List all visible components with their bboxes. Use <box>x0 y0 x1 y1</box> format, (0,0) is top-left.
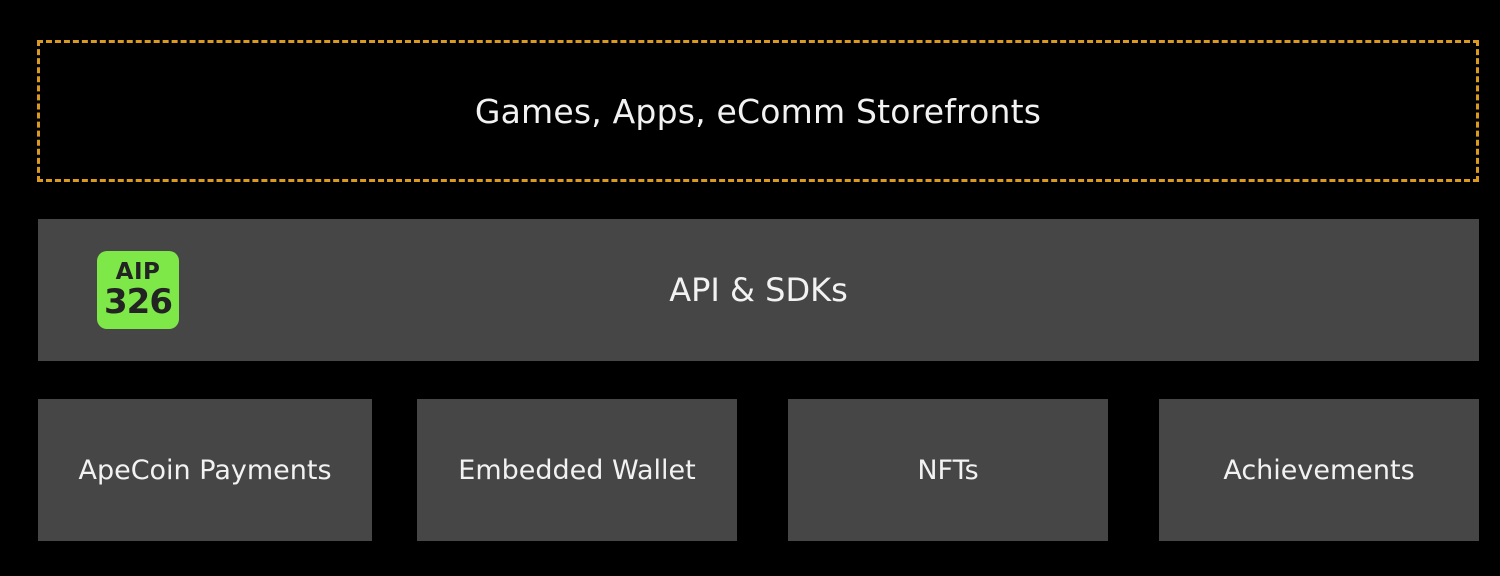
api-layer-label: API & SDKs <box>669 271 848 309</box>
module-label: Embedded Wallet <box>458 454 696 486</box>
module-nfts: NFTs <box>788 399 1108 541</box>
aip-badge-line1: AIP <box>115 259 161 285</box>
api-layer-box: API & SDKs <box>38 219 1479 361</box>
client-layer-label: Games, Apps, eComm Storefronts <box>474 91 1042 131</box>
module-label: ApeCoin Payments <box>78 454 332 486</box>
module-label: NFTs <box>917 454 979 486</box>
module-label: Achievements <box>1223 454 1415 486</box>
client-layer-box: Games, Apps, eComm Storefronts <box>37 40 1479 182</box>
aip-badge-icon: AIP 326 <box>97 251 179 329</box>
module-achievements: Achievements <box>1159 399 1479 541</box>
module-embedded-wallet: Embedded Wallet <box>417 399 737 541</box>
module-apecoin-payments: ApeCoin Payments <box>38 399 372 541</box>
aip-badge-line2: 326 <box>104 282 173 322</box>
